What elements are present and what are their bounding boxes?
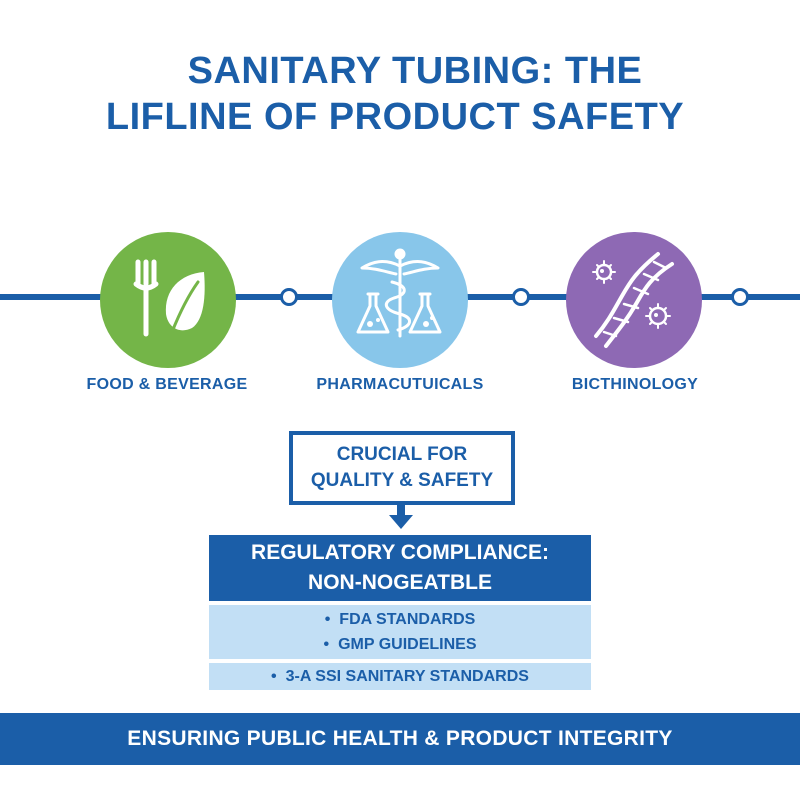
timeline-node <box>512 288 530 306</box>
standard-item-label: 3-A SSI SANITARY STANDARDS <box>285 668 529 685</box>
page-title: SANITARY TUBING: THE LIFLINE OF PRODUCT … <box>0 48 800 140</box>
biotechnology-circle <box>566 232 702 368</box>
bullet-icon: • <box>271 668 277 685</box>
caduceus-flask-icon <box>356 248 442 338</box>
regulatory-compliance-box: REGULATORY COMPLIANCE: NON-NOGEATBLE <box>209 535 591 601</box>
timeline-node <box>731 288 749 306</box>
standard-item-label: GMP GUIDELINES <box>338 636 477 653</box>
category-label-biotechnology: BICTHINOLOGY <box>571 376 699 393</box>
fork-leaf-icon <box>133 259 205 337</box>
callout-line-2: QUALITY & SAFETY <box>310 470 494 491</box>
standard-item: • 3-A SSI SANITARY STANDARDS <box>271 663 529 690</box>
timeline-node <box>280 288 298 306</box>
dna-microbe-icon <box>592 252 674 348</box>
title-line-1: SANITARY TUBING: THE <box>187 50 643 92</box>
regulatory-line-2: NON-NOGEATBLE <box>308 571 492 594</box>
footer-banner: ENSURING PUBLIC HEALTH & PRODUCT INTEGRI… <box>0 713 800 765</box>
standards-box: • 3-A SSI SANITARY STANDARDS <box>209 663 591 690</box>
standard-item-label: FDA STANDARDS <box>339 611 476 628</box>
pharmaceuticals-circle <box>332 232 468 368</box>
standard-item: • FDA STANDARDS <box>325 607 476 632</box>
bullet-icon: • <box>323 636 330 653</box>
arrow-head-icon <box>389 515 413 529</box>
regulatory-line-1: REGULATORY COMPLIANCE: <box>251 541 549 564</box>
callout-line-1: CRUCIAL FOR <box>336 444 468 465</box>
standard-item: • GMP GUIDELINES <box>324 632 477 657</box>
standards-box: • FDA STANDARDS • GMP GUIDELINES <box>209 605 591 659</box>
bullet-icon: • <box>324 611 331 628</box>
food-beverage-circle <box>100 232 236 368</box>
category-label-pharmaceuticals: PHARMACUTUICALS <box>316 376 484 393</box>
category-label-food-beverage: FOOD & BEVERAGE <box>86 376 248 393</box>
quality-safety-callout: CRUCIAL FOR QUALITY & SAFETY <box>289 431 515 505</box>
down-arrow-icon <box>397 505 405 519</box>
title-line-2: LIFLINE OF PRODUCT SAFETY <box>105 96 685 138</box>
